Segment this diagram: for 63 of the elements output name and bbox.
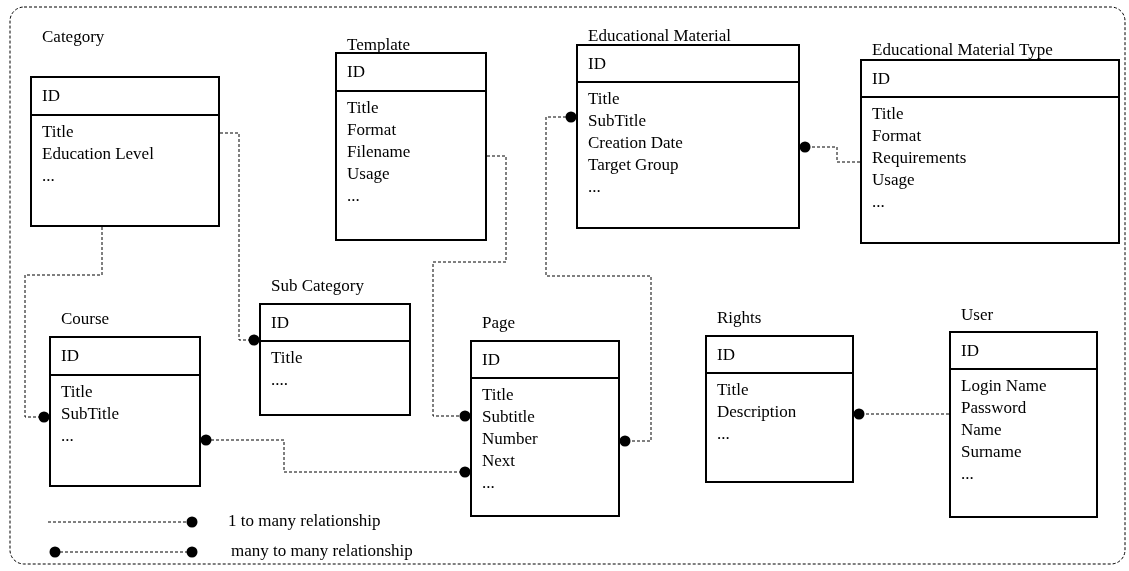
attribute-name: Education Level bbox=[42, 143, 154, 165]
relationship-line bbox=[219, 132, 260, 346]
attribute-name: ... bbox=[588, 176, 601, 198]
attribute-name: Format bbox=[347, 119, 397, 141]
attribute-name: Subtitle bbox=[482, 406, 535, 428]
entity-name: Page bbox=[482, 313, 516, 333]
relationship-line bbox=[432, 155, 507, 422]
legend-text: many to many relationship bbox=[231, 541, 413, 561]
attribute-name: Usage bbox=[347, 163, 390, 185]
attribute-name: Usage bbox=[872, 169, 915, 191]
entity-name: Educational Material bbox=[588, 26, 732, 46]
attribute-name: Filename bbox=[347, 141, 411, 163]
attribute-name: ... bbox=[347, 185, 360, 207]
attribute-name: ... bbox=[717, 423, 730, 445]
attribute-name: Target Group bbox=[588, 154, 679, 176]
relationship-line bbox=[200, 434, 471, 478]
relationship-line bbox=[853, 408, 950, 420]
key-attribute: ID bbox=[482, 350, 500, 370]
attribute-name: Title bbox=[271, 347, 303, 369]
attribute-name: Requirements bbox=[872, 147, 967, 169]
relationship-line bbox=[545, 111, 652, 447]
entity-name: Category bbox=[42, 27, 105, 47]
attribute-name: Title bbox=[61, 381, 93, 403]
attribute-name: Description bbox=[717, 401, 797, 423]
attribute-name: Login Name bbox=[961, 375, 1047, 397]
entity-name: User bbox=[961, 305, 994, 325]
attribute-name: ... bbox=[42, 165, 55, 187]
attribute-name: Title bbox=[872, 103, 904, 125]
attribute-name: Format bbox=[872, 125, 922, 147]
attribute-name: ... bbox=[61, 425, 74, 447]
entity-name: Template bbox=[347, 35, 410, 55]
attribute-name: Surname bbox=[961, 441, 1022, 463]
attribute-name: SubTitle bbox=[61, 403, 119, 425]
attribute-name: ... bbox=[872, 191, 885, 213]
key-attribute: ID bbox=[61, 346, 79, 366]
attribute-name: Title bbox=[42, 121, 74, 143]
entity-name: Educational Material Type bbox=[872, 40, 1053, 60]
attribute-name: Creation Date bbox=[588, 132, 683, 154]
attribute-name: Name bbox=[961, 419, 1002, 441]
attribute-name: ... bbox=[482, 472, 495, 494]
attribute-name: SubTitle bbox=[588, 110, 646, 132]
attribute-name: Next bbox=[482, 450, 516, 472]
attribute-name: Title bbox=[717, 379, 749, 401]
attribute-name: Password bbox=[961, 397, 1027, 419]
key-attribute: ID bbox=[588, 54, 606, 74]
key-attribute: ID bbox=[271, 313, 289, 333]
key-attribute: ID bbox=[347, 62, 365, 82]
key-attribute: ID bbox=[42, 86, 60, 106]
attribute-name: Title bbox=[482, 384, 514, 406]
attribute-name: ... bbox=[961, 463, 974, 485]
attribute-name: Title bbox=[347, 97, 379, 119]
key-attribute: ID bbox=[961, 341, 979, 361]
relationship-line bbox=[24, 226, 103, 423]
entity-name: Sub Category bbox=[271, 276, 365, 296]
entity-name: Rights bbox=[717, 308, 762, 328]
legend-text: 1 to many relationship bbox=[228, 511, 381, 531]
attribute-name: .... bbox=[271, 369, 288, 391]
entity-name: Course bbox=[61, 309, 110, 329]
key-attribute: ID bbox=[872, 69, 890, 89]
key-attribute: ID bbox=[717, 345, 735, 365]
attribute-name: Number bbox=[482, 428, 538, 450]
relationship-line bbox=[799, 141, 861, 163]
attribute-name: Title bbox=[588, 88, 620, 110]
